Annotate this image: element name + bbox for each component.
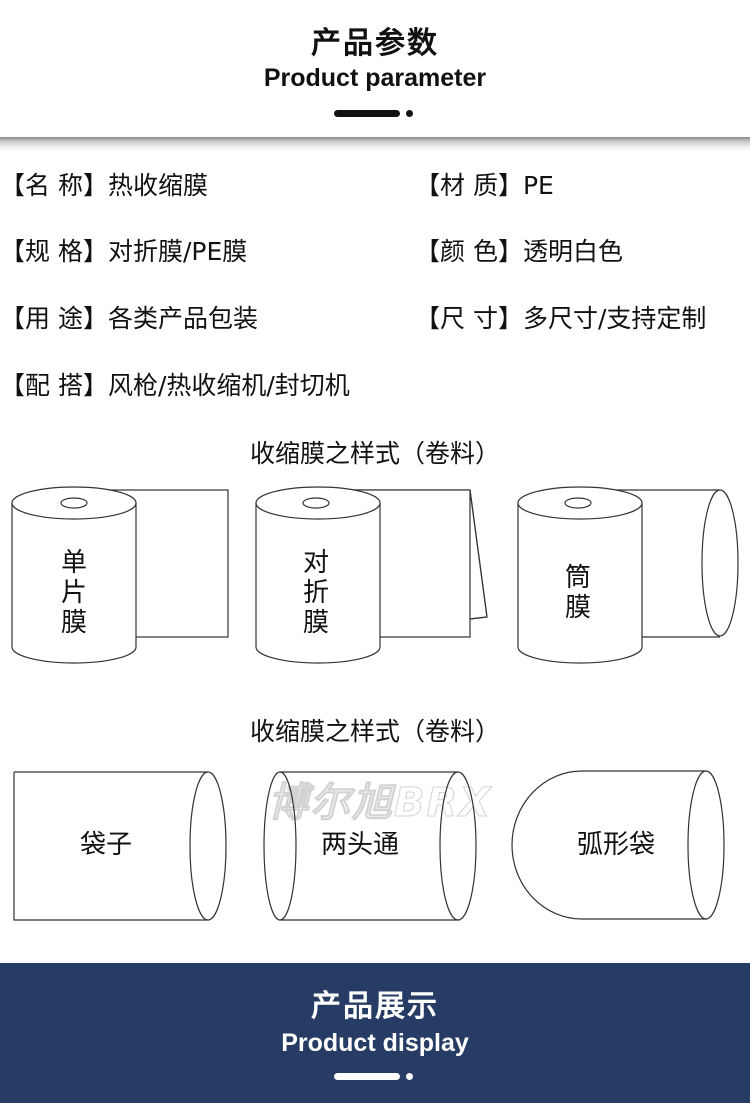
param-pairing: 【配 搭】风枪/热收缩机/封切机 xyxy=(0,366,350,402)
arc-bag-shape-icon xyxy=(511,770,725,920)
folded-roll-icon xyxy=(255,486,488,664)
rolls-section-title: 收缩膜之样式（卷料） xyxy=(249,439,500,468)
param-value: 风枪/热收缩机/封切机 xyxy=(107,371,350,400)
divider-dot xyxy=(406,1073,413,1080)
section-header-parameters: 产品参数 Product parameter xyxy=(0,0,750,138)
single-sheet-roll-icon xyxy=(11,486,229,664)
param-value: 对折膜/PE膜 xyxy=(107,237,248,266)
param-key: 【用 途】 xyxy=(0,304,108,333)
param-spec: 【规 格】对折膜/PE膜 xyxy=(0,232,247,268)
section-title-zh: 产品参数 xyxy=(311,26,439,61)
param-key: 【配 搭】 xyxy=(0,371,108,400)
bag-label-open-both-ends: 两头通 xyxy=(320,830,399,860)
param-usage: 【用 途】各类产品包装 xyxy=(0,299,258,335)
param-value: 热收缩膜 xyxy=(107,171,208,200)
roll-label-folded: 对 折 膜 xyxy=(302,548,329,638)
divider-bar xyxy=(334,1073,400,1080)
param-value: 透明白色 xyxy=(522,237,623,266)
section-header-display: 产品展示 Product display xyxy=(0,963,750,1103)
param-value: 各类产品包装 xyxy=(107,304,258,333)
param-color: 【颜 色】透明白色 xyxy=(415,232,623,268)
bag-diagrams xyxy=(13,770,725,921)
bag-label-bag: 袋子 xyxy=(79,830,132,860)
param-size: 【尺 寸】多尺寸/支持定制 xyxy=(415,299,706,335)
section-title-en: Product parameter xyxy=(263,64,487,92)
divider-bar xyxy=(334,110,400,117)
display-title-zh: 产品展示 xyxy=(311,989,439,1024)
divider-dot xyxy=(406,110,413,117)
param-key: 【材 质】 xyxy=(415,171,523,200)
param-name: 【名 称】热收缩膜 xyxy=(0,166,208,202)
param-value: 多尺寸/支持定制 xyxy=(522,304,707,333)
header-shadow xyxy=(0,137,750,151)
bags-section-title: 收缩膜之样式（卷料） xyxy=(249,717,500,746)
roll-label-tube: 筒 膜 xyxy=(564,563,591,623)
param-key: 【规 格】 xyxy=(0,237,108,266)
display-title-en: Product display xyxy=(281,1029,469,1057)
brand-watermark: 博尔旭BRX xyxy=(267,780,493,827)
display-title-divider xyxy=(334,1073,418,1080)
tube-roll-icon xyxy=(517,486,739,664)
param-key: 【尺 寸】 xyxy=(415,304,523,333)
roll-diagrams xyxy=(11,486,739,664)
param-value: PE xyxy=(522,171,554,200)
bag-shape-icon xyxy=(13,771,227,921)
param-key: 【颜 色】 xyxy=(415,237,523,266)
param-key: 【名 称】 xyxy=(0,171,108,200)
roll-label-single-sheet: 单 片 膜 xyxy=(60,548,87,638)
param-material: 【材 质】PE xyxy=(415,166,554,202)
bag-label-arc-bag: 弧形袋 xyxy=(576,830,655,860)
open-both-ends-shape-icon xyxy=(263,771,477,921)
title-divider xyxy=(334,110,418,117)
